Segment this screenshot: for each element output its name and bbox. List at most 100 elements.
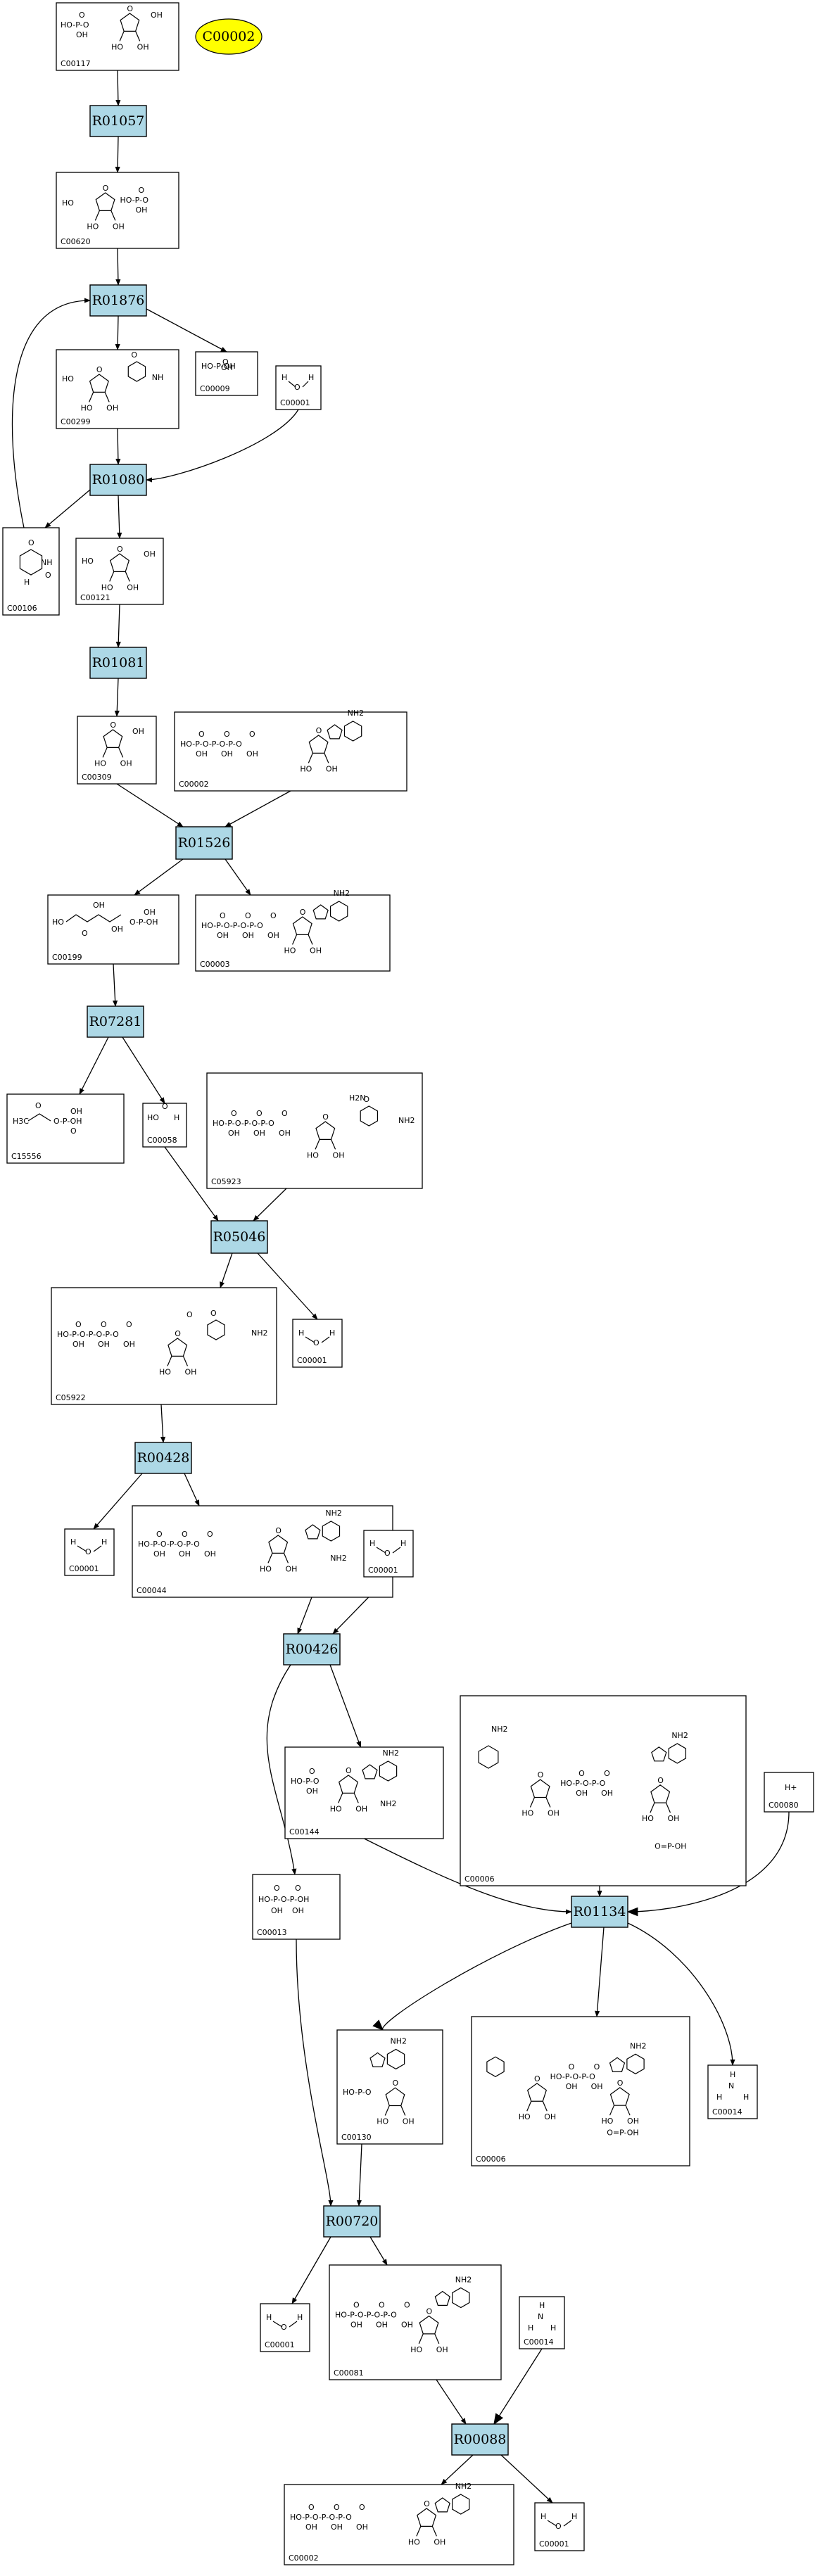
reaction-node-r00428[interactable]: R00428 [134,1442,192,1474]
reaction-id-label: R01134 [574,1904,626,1920]
svg-text:NH2: NH2 [383,1749,400,1758]
svg-text:O: O [256,1109,263,1118]
svg-text:O: O [426,2307,433,2316]
svg-text:H: H [400,1539,406,1548]
svg-text:O: O [274,1884,280,1893]
svg-text:O: O [359,2503,365,2512]
svg-text:NH2: NH2 [398,1116,415,1125]
compound-id-label: C00044 [137,1586,167,1595]
reaction-node-r00426[interactable]: R00426 [283,1633,341,1665]
edge-c00058-r05046 [164,1146,219,1222]
compound-id-label: C05922 [56,1393,86,1402]
reaction-node-r00720[interactable]: R00720 [323,2205,381,2238]
edge-r00088-c00001 [500,2454,553,2504]
svg-text:OH: OH [576,1789,588,1798]
svg-text:OH: OH [106,403,118,412]
svg-text:HO-P-O-P-O-P-O: HO-P-O-P-O-P-O [180,740,242,749]
reaction-node-r00088[interactable]: R00088 [451,2423,509,2456]
svg-text:O: O [309,1767,315,1776]
svg-text:NH2: NH2 [325,1509,342,1518]
reaction-id-label: R00720 [326,2214,379,2229]
svg-text:O: O [156,1530,163,1539]
svg-text:H: H [571,2512,577,2521]
svg-text:OH: OH [310,946,322,955]
compound-id-label: C00081 [334,2368,364,2378]
svg-text:NH2: NH2 [455,2276,472,2285]
edge-r01080-c00106 [44,489,91,528]
edge-r00426-c00013 [266,1664,297,1875]
edge-r01526-c00003 [225,858,251,896]
svg-text:HO: HO [330,1804,342,1813]
svg-text:O=P-OH: O=P-OH [607,2128,638,2137]
svg-text:H: H [528,2323,533,2333]
edge-r01134-c00006 [595,1927,605,2017]
reaction-node-r01876[interactable]: R01876 [89,284,147,317]
svg-text:HO: HO [307,1150,319,1160]
compound-node-ellipse[interactable]: C00002 [195,18,263,55]
svg-text:O: O [75,1320,82,1329]
reaction-node-r01081[interactable]: R01081 [89,647,147,679]
svg-text:HO-P-O: HO-P-O [291,1777,320,1786]
svg-text:O: O [222,357,229,367]
reaction-node-r01057[interactable]: R01057 [89,105,147,137]
compound-id-label: C00117 [61,59,91,68]
compound-id-label: C00002 [179,780,209,789]
reaction-node-r07281[interactable]: R07281 [87,1005,144,1038]
reaction-node-r01080[interactable]: R01080 [89,464,147,496]
svg-text:OH: OH [305,2523,317,2532]
reaction-node-r01526[interactable]: R01526 [175,826,233,860]
svg-text:OH: OH [120,759,132,768]
compound-node-c00080[interactable]: H+C00080 [764,1772,814,1813]
svg-text:O: O [270,911,277,920]
reaction-node-r01134[interactable]: R01134 [571,1896,628,1928]
svg-text:HO-P-O-P-O-P-O: HO-P-O-P-O-P-O [290,2513,352,2522]
reaction-node-r05046[interactable]: R05046 [210,1220,268,1254]
svg-text:OH: OH [434,2537,445,2546]
reaction-id-label: R01080 [92,472,145,488]
svg-text:H: H [24,578,30,587]
svg-text:HO: HO [87,222,99,231]
svg-text:OH: OH [627,2117,639,2126]
edge-r01876-c00009 [146,308,227,353]
svg-text:H: H [298,1328,304,1338]
reaction-id-label: R05046 [213,1229,266,1245]
svg-text:O: O [45,571,51,580]
reaction-id-label: R01081 [92,655,145,671]
compound-id-label: C00144 [289,1827,320,1836]
